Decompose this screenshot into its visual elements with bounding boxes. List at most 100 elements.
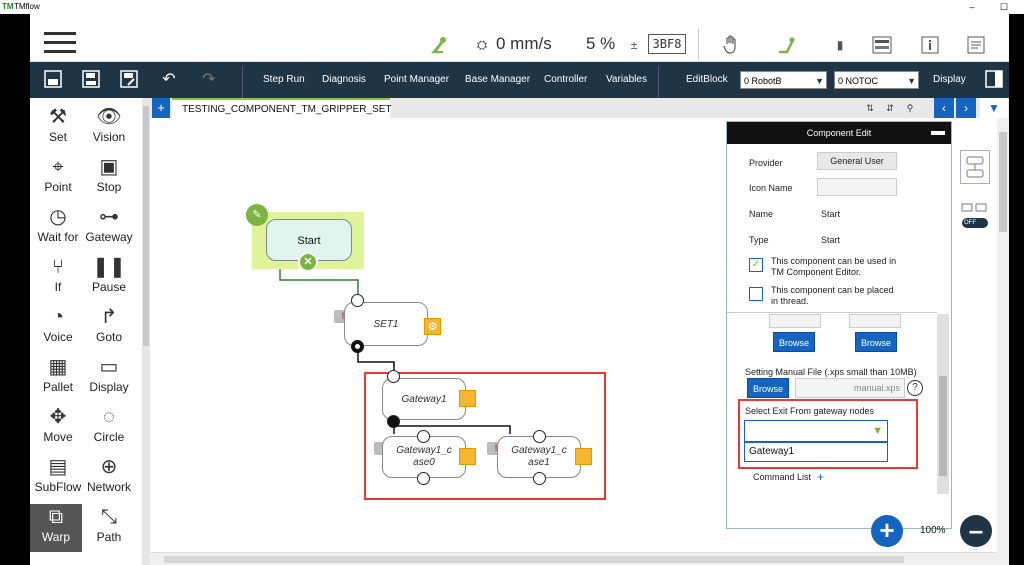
thread-view-icon[interactable]: [960, 202, 988, 214]
tool-select[interactable]: 0 NOTOC▼: [834, 71, 919, 89]
base-manager-button[interactable]: Base Manager: [465, 74, 531, 85]
palette-display[interactable]: ▭Display: [83, 354, 135, 402]
zoom-in-button[interactable]: +: [871, 515, 903, 547]
input-port: [387, 370, 400, 383]
next-tab-button[interactable]: ›: [956, 98, 976, 118]
scroll-thumb[interactable]: [999, 132, 1007, 232]
palette-circle[interactable]: ◌Circle: [83, 404, 135, 452]
palette-point[interactable]: ⌖Point: [32, 154, 84, 202]
palette-vision[interactable]: 👁Vision: [83, 104, 135, 152]
minimize-panel-icon[interactable]: [931, 131, 945, 135]
warp-icon: ⧉: [48, 506, 64, 528]
palette-scrollbar[interactable]: [142, 98, 150, 565]
palette-move[interactable]: ✥Move: [32, 404, 84, 452]
thread-toggle[interactable]: OFF: [962, 218, 988, 228]
maximize-button[interactable]: ☐: [999, 2, 1009, 12]
clock-icon: ◷: [49, 206, 67, 228]
panel-icon[interactable]: [870, 34, 894, 56]
palette-set[interactable]: ⚒Set: [32, 104, 84, 152]
gateway1-node[interactable]: Gateway1: [382, 378, 466, 420]
gateway1-case0-node[interactable]: Gateway1_c ase0: [382, 436, 466, 478]
browse-button-1[interactable]: Browse: [773, 332, 815, 352]
controller-icon[interactable]: ▮: [836, 38, 844, 52]
new-project-icon[interactable]: [42, 70, 64, 90]
menu-icon[interactable]: [44, 32, 76, 56]
icon-name-field[interactable]: [817, 178, 897, 196]
tab-list-chevron-icon[interactable]: ▼: [980, 98, 1008, 118]
palette-pallet[interactable]: ▦Pallet: [32, 354, 84, 402]
palette-stop[interactable]: ▣Stop: [83, 154, 135, 202]
palette-if[interactable]: ⑂If: [32, 254, 84, 302]
left-letterbox: [0, 14, 30, 565]
manual-file-field[interactable]: manual.xps: [795, 378, 905, 398]
panel-scrollbar[interactable]: [937, 314, 949, 494]
display-button[interactable]: Display: [933, 74, 966, 85]
provider-label: Provider: [749, 158, 783, 168]
diagnosis-button[interactable]: Diagnosis: [322, 74, 366, 85]
palette-network[interactable]: ⊕Network: [83, 454, 135, 502]
checkbox-component-editor[interactable]: ✓: [749, 258, 763, 272]
palette-voice[interactable]: ◔Voice: [32, 304, 84, 352]
plus-minus-icon[interactable]: ±: [630, 38, 638, 52]
palette-gateway[interactable]: ⊶Gateway: [83, 204, 135, 252]
name-value: Start: [821, 209, 841, 219]
minimize-button[interactable]: –: [969, 2, 975, 12]
gateway-icon: [459, 390, 476, 407]
browse-button-2[interactable]: Browse: [855, 332, 897, 352]
case1-label-line2: ase1: [528, 457, 550, 468]
provider-button[interactable]: General User: [817, 152, 897, 170]
prev-tab-button[interactable]: ‹: [934, 98, 954, 118]
robot-base-select[interactable]: 0 RobotB▼: [740, 71, 827, 89]
tab-project[interactable]: TESTING_COMPONENT_TM_GRIPPER_SET: [172, 98, 391, 118]
palette-wait-for[interactable]: ◷Wait for: [32, 204, 84, 252]
info-icon[interactable]: [918, 34, 942, 56]
hand-icon[interactable]: [720, 34, 744, 56]
step-run-button[interactable]: Step Run: [263, 74, 305, 85]
palette-pause[interactable]: ❚❚Pause: [83, 254, 135, 302]
flow-view-icon[interactable]: [960, 150, 990, 184]
sort-za-icon[interactable]: ⇵: [886, 103, 894, 113]
palette-subflow[interactable]: ▤SubFlow: [32, 454, 84, 502]
save-icon[interactable]: [80, 70, 102, 90]
controller-button[interactable]: Controller: [544, 74, 588, 85]
help-icon[interactable]: ?: [907, 380, 923, 396]
flow-canvas[interactable]: ✎ Start ✕ ! SET1 ⚙ Gateway1 ! Gateway1_c…: [150, 118, 728, 552]
palette-label: Pallet: [42, 380, 74, 394]
exit-option-gateway1[interactable]: Gateway1: [744, 442, 888, 462]
exit-gateway-select[interactable]: ▼: [744, 420, 888, 442]
scroll-thumb[interactable]: [143, 106, 149, 346]
set1-node[interactable]: SET1: [344, 302, 428, 346]
right-rail: OFF: [952, 118, 997, 552]
input-port: [351, 294, 364, 307]
palette-path[interactable]: ⤡Path: [83, 504, 135, 552]
robot-path-icon[interactable]: [774, 34, 798, 56]
panel-title: Component Edit: [727, 122, 951, 144]
point-manager-button[interactable]: Point Manager: [384, 74, 450, 85]
palette-warp[interactable]: ⧉Warp: [30, 504, 82, 552]
close-icon[interactable]: ✕: [298, 252, 318, 272]
redo-icon[interactable]: ↷: [202, 71, 216, 88]
variables-button[interactable]: Variables: [606, 74, 647, 85]
browse-manual-button[interactable]: Browse: [747, 378, 789, 398]
add-command-button[interactable]: +: [817, 470, 825, 484]
save-as-icon[interactable]: [118, 70, 140, 90]
canvas-h-scrollbar[interactable]: [150, 552, 997, 565]
palette-goto[interactable]: ↱Goto: [83, 304, 135, 352]
scroll-thumb[interactable]: [164, 556, 904, 563]
scroll-thumb[interactable]: [939, 376, 947, 476]
checkbox-thread[interactable]: [749, 287, 763, 301]
undo-icon[interactable]: ↶: [162, 71, 176, 88]
palette-label: Goto: [95, 330, 122, 344]
zoom-out-button[interactable]: –: [960, 515, 992, 547]
palette-label: Path: [96, 530, 122, 544]
edit-pencil-icon[interactable]: ✎: [246, 204, 268, 226]
find-icon[interactable]: ⚲: [906, 103, 914, 113]
editblock-button[interactable]: EditBlock: [686, 74, 728, 85]
connector-set1-gateway: [357, 348, 395, 376]
layout-panel-icon[interactable]: [983, 70, 1005, 90]
sort-az-icon[interactable]: ⇅: [866, 103, 874, 113]
add-tab-button[interactable]: +: [152, 98, 170, 118]
right-v-scrollbar[interactable]: [997, 118, 1009, 565]
document-icon[interactable]: [964, 34, 988, 56]
